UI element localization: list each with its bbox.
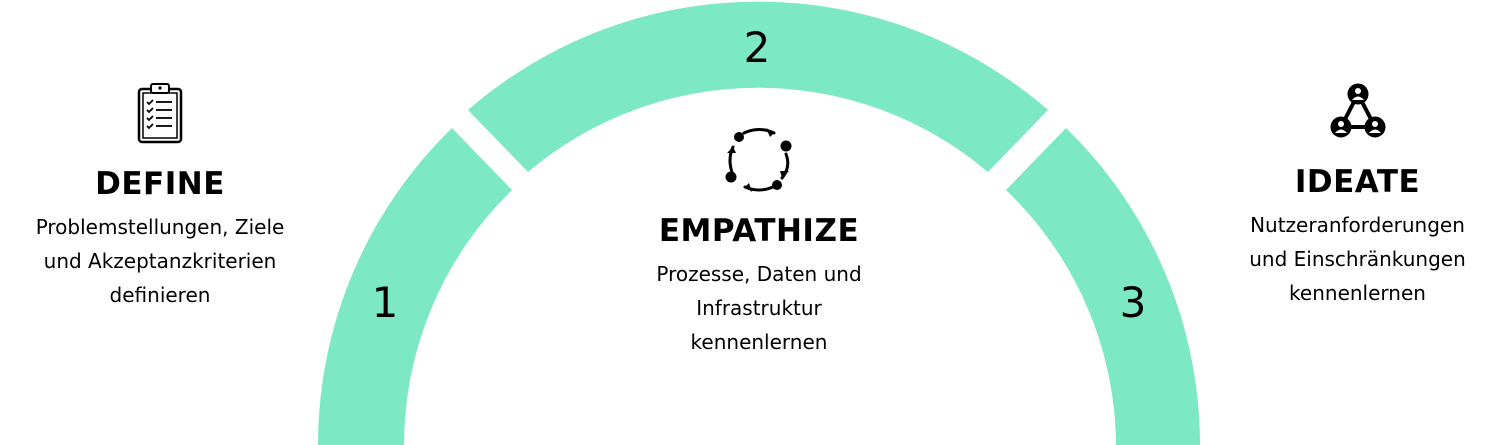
clipboard-checklist-icon: [137, 83, 183, 144]
segment-number-1: 1: [372, 278, 399, 327]
user-network-icon: [1330, 83, 1385, 138]
empathize-title: EMPATHIZE: [658, 213, 860, 249]
define-title: DEFINE: [95, 166, 225, 202]
segment-number-3: 3: [1120, 278, 1147, 327]
ideate-block: IDEATE Nutzeranforderungen und Einschrän…: [1215, 82, 1500, 310]
ideate-line-2: und Einschränkungen: [1249, 247, 1466, 271]
empathize-line-3: kennenlernen: [690, 330, 828, 354]
define-line-3: definieren: [109, 283, 211, 307]
empathize-line-2: Infrastruktur: [696, 296, 822, 320]
ideate-title: IDEATE: [1294, 164, 1421, 200]
ideate-line-1: Nutzeranforderungen: [1250, 213, 1465, 237]
define-line-2: und Akzeptanzkriterien: [43, 249, 277, 273]
arc-segment-1: [318, 128, 512, 445]
define-block: DEFINE Problemstellungen, Ziele und Akze…: [0, 82, 320, 312]
empathize-block: EMPATHIZE Prozesse, Daten und Infrastruk…: [600, 120, 918, 359]
ideate-line-3: kennenlernen: [1289, 281, 1426, 305]
empathize-line-1: Prozesse, Daten und: [656, 262, 862, 286]
arc-segment-2: [468, 1, 1048, 173]
arc-segment-3: [1006, 128, 1200, 445]
define-line-1: Problemstellungen, Ziele: [35, 215, 285, 239]
segment-number-2: 2: [744, 23, 771, 72]
cycle-arrows-icon: [725, 128, 792, 192]
